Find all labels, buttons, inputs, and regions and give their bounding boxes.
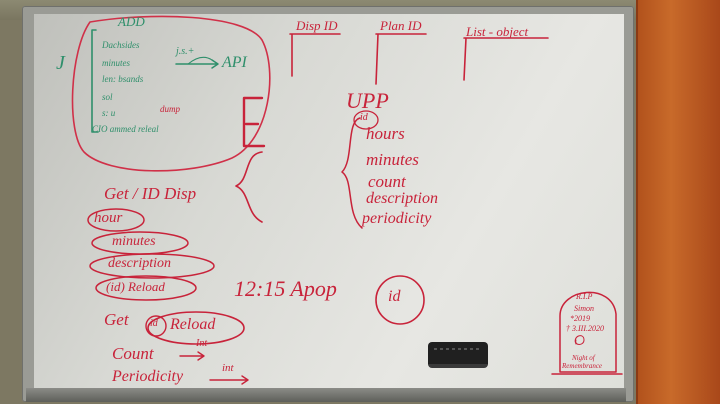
header-divider-3 — [463, 37, 549, 81]
bottom-periodicity: Periodicity — [112, 368, 184, 385]
oval-description — [89, 253, 215, 279]
tombstone-died: † 3.III.2020 — [566, 324, 604, 333]
header-disp-id: Disp ID — [296, 18, 338, 33]
marker-tray — [26, 388, 626, 402]
header-plan-id: Plan ID — [380, 18, 422, 33]
get-item-minutes: minutes — [112, 234, 156, 249]
time-id-circle — [375, 275, 425, 325]
oval-hour — [87, 208, 145, 232]
upp-title: UPP — [346, 88, 389, 113]
upp-item-description: description — [366, 190, 438, 207]
oval-reload — [95, 275, 197, 301]
add-line-6: CIO ammed releal — [92, 124, 159, 134]
add-line-4: sol — [102, 92, 113, 102]
add-side-note: dump — [160, 104, 180, 114]
bottom-id: id — [150, 318, 158, 329]
tombstone-born: *2019 — [570, 314, 590, 323]
green-enclosing-loop — [71, 15, 271, 172]
whiteboard-surface — [34, 14, 624, 394]
tombstone-outline — [559, 291, 617, 373]
wooden-cabinet — [638, 0, 720, 404]
add-bracket-letter: J — [56, 52, 65, 74]
tombstone-snail — [574, 335, 585, 345]
bottom-reload: Reload — [170, 316, 216, 333]
upp-id: id — [360, 112, 368, 123]
count-arrow — [179, 351, 205, 361]
add-target-api: API — [222, 54, 247, 71]
periodicity-arrow — [209, 375, 249, 385]
upp-item-hours: hours — [366, 124, 405, 143]
get-title: Get / ID Disp — [104, 184, 197, 203]
add-arrow-label: j.s.+ — [176, 46, 195, 57]
curly-brace-left — [235, 151, 263, 223]
tombstone-epitaph-2: Remembrance — [562, 362, 603, 370]
add-title: ADD — [118, 14, 145, 29]
green-arrow — [175, 59, 219, 69]
get-item-reload: (id) Reload — [106, 279, 165, 294]
add-line-2: minutes — [102, 58, 130, 68]
time-note: 12:15 Apop — [234, 276, 337, 301]
curly-brace-upp — [341, 117, 363, 229]
upp-item-minutes: minutes — [366, 150, 419, 169]
upp-id-circle — [353, 110, 379, 130]
header-divider-2 — [375, 33, 427, 85]
upp-item-periodicity: periodicity — [362, 210, 432, 227]
upp-item-count: count — [368, 172, 406, 191]
green-connector — [187, 56, 213, 65]
time-id: id — [388, 288, 401, 305]
get-item-description: description — [108, 256, 171, 271]
bottom-count: Count — [112, 344, 154, 363]
bottom-id-circle — [145, 315, 167, 337]
bottom-reload-oval — [147, 311, 245, 345]
tombstone-name: Simon — [574, 304, 594, 313]
get-item-hour: hour — [94, 210, 123, 226]
bottom-get: Get — [104, 310, 129, 329]
whiteboard-eraser — [428, 342, 488, 368]
header-divider-1 — [289, 33, 341, 77]
bottom-count-note: Int — [196, 338, 208, 349]
tombstone-title: R.I.P — [576, 292, 593, 301]
green-bracket-stroke — [91, 29, 99, 133]
bottom-periodicity-note: int — [222, 362, 234, 374]
tombstone-epitaph-1: Night of — [572, 354, 595, 362]
header-list-object: List - object — [466, 24, 529, 39]
add-line-5: s: u — [102, 108, 116, 118]
add-line-1: Dachsides — [102, 40, 140, 50]
red-bracket-shape — [242, 96, 266, 148]
add-line-3: len: bsands — [102, 74, 144, 84]
